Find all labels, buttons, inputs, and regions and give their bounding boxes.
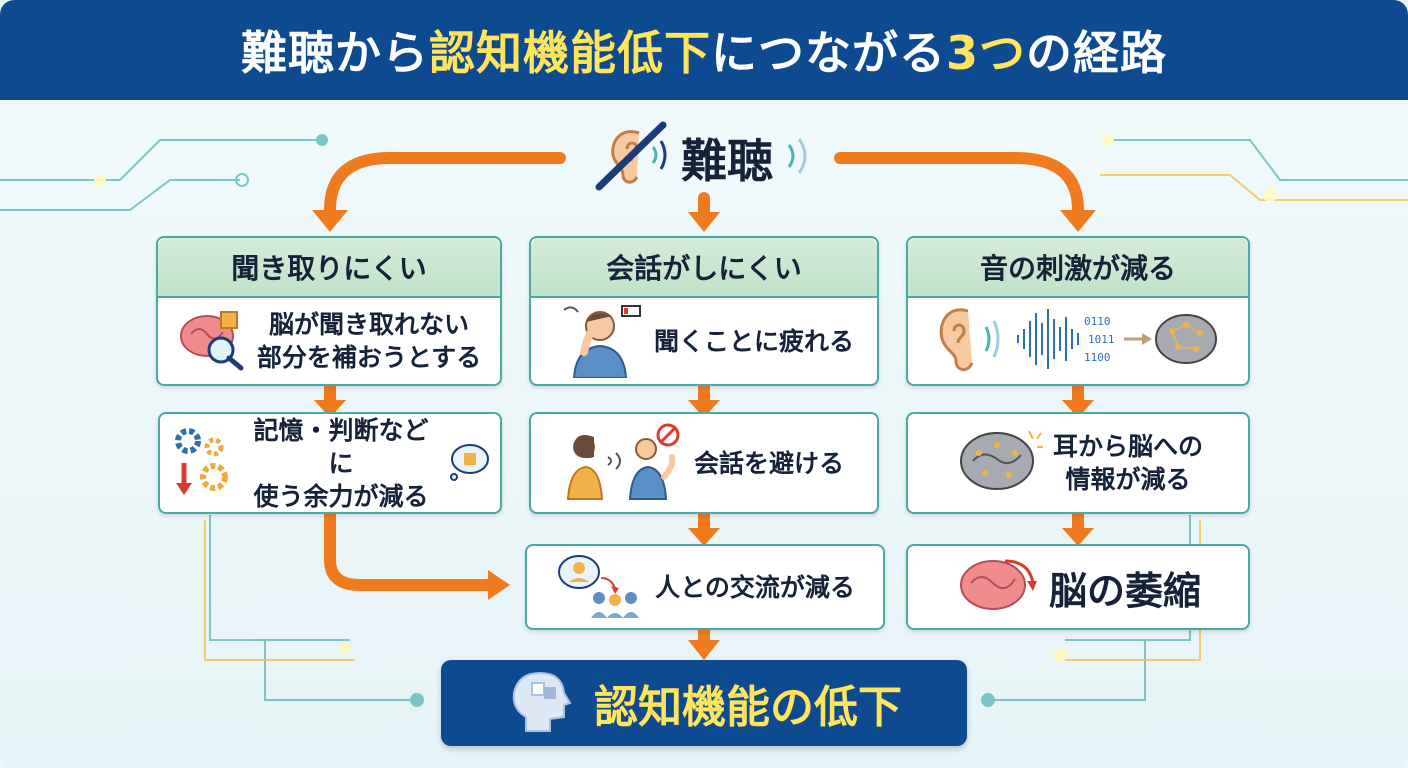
path2-step2-card: 会話を避ける [529,412,879,514]
path3-step2-text: 耳から脳への 情報が減る [1052,432,1203,494]
tired-person-icon [554,300,644,382]
brain-shrink-icon [955,553,1039,621]
svg-text:1100: 1100 [1084,351,1111,364]
path3-step3-text: 脳の萎縮 [1048,568,1201,613]
brain-network-icon [953,425,1043,501]
gears-down-arrow-icon [170,423,236,503]
people-interaction-icon [555,550,645,624]
path1-step1-text: 脳が聞き取れない 部分を補おうとする [256,310,482,372]
source-label: 難聴 [681,134,773,188]
path3-step2-card: 耳から脳への 情報が減る [906,412,1250,514]
path1-step2-text: 記憶・判断などに 使う余力が減る [253,415,429,511]
ear-soundwave-brain-icon: 0110 1011 1100 [928,299,1228,383]
avoid-conversation-icon [564,421,684,505]
sound-waves-icon [783,131,819,185]
path1-header: 聞き取りにくい [158,238,500,298]
svg-text:1011: 1011 [1088,333,1115,346]
page-title: 難聴から認知機能低下につながる3つの経路 [240,26,1167,80]
head-puzzle-icon [506,669,578,737]
path1-hearing-difficulty-card: 聞き取りにくい 脳が聞き取れない 部分を補おうとする [156,236,502,386]
path2-step3-text: 人との交流が減る [655,572,855,602]
puzzle-thought-bubble-icon [446,439,490,487]
path2-conversation-difficulty-card: 会話がしにくい 聞くことに疲れる [529,236,879,386]
path3-step3-card: 脳の萎縮 [906,544,1250,630]
muted-ear-icon [591,121,671,195]
brain-puzzle-magnifier-icon [177,306,247,376]
title-bar: 難聴から認知機能低下につながる3つの経路 [0,0,1408,100]
svg-text:0110: 0110 [1084,315,1111,328]
result-label: 認知機能の低下 [594,682,902,733]
path2-step3-card: 人との交流が減る [525,544,885,630]
path2-header: 会話がしにくい [531,238,877,298]
path2-step2-text: 会話を避ける [693,448,844,478]
path3-sound-stimulus-card: 音の刺激が減る 0110 10 [906,236,1250,386]
source-hearing-loss: 難聴 [560,118,850,198]
path1-step2-card: 記憶・判断などに 使う余力が減る [158,412,502,514]
path2-step1-text: 聞くことに疲れる [653,326,854,356]
result-cognitive-decline: 認知機能の低下 [441,660,967,746]
path3-header: 音の刺激が減る [908,238,1248,298]
